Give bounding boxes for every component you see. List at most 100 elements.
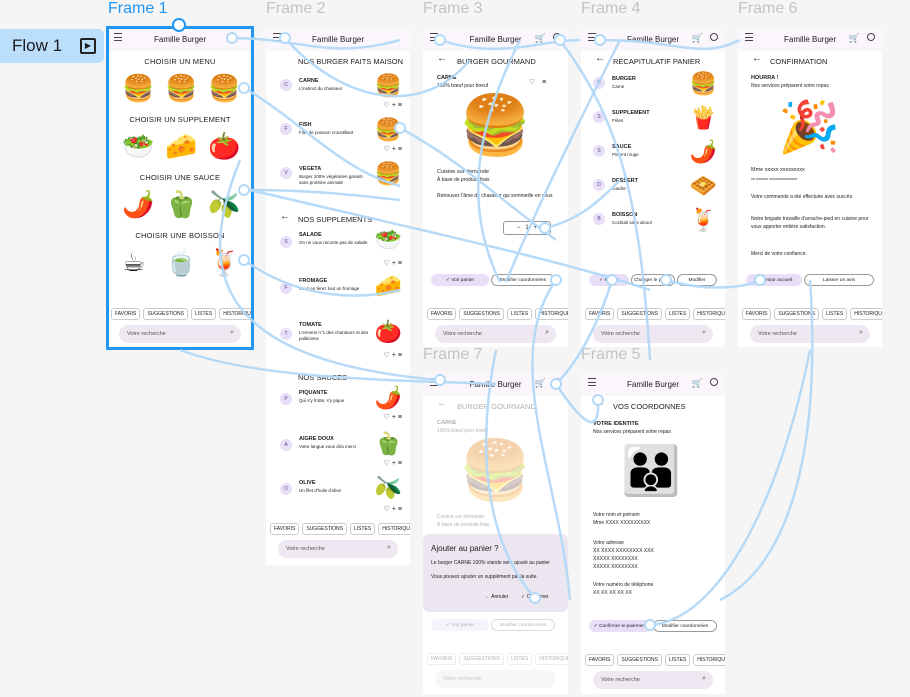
chip-favoris[interactable]: FAVORIS bbox=[585, 654, 615, 666]
green-chili-icon[interactable]: 🫑 bbox=[165, 189, 198, 219]
menu-icon[interactable] bbox=[430, 33, 438, 41]
heart-icon[interactable]: ♡ bbox=[529, 79, 536, 86]
chip-suggestions[interactable]: SUGGESTIONS bbox=[302, 523, 347, 535]
frame-6[interactable]: Famille Burger 🛒 ← CONFIRMATION HOURRA !… bbox=[738, 27, 882, 347]
tomato-icon[interactable]: 🍅 bbox=[208, 131, 241, 161]
back-button[interactable]: ✓ Retour bbox=[589, 274, 629, 286]
search-input[interactable]: Votre recherche ⌕ bbox=[435, 325, 556, 343]
chip-listes[interactable]: LISTES bbox=[822, 308, 848, 320]
confirm-payment-button[interactable]: ✓ Confirmer le paiement bbox=[589, 620, 651, 632]
search-input[interactable]: Votre recherche ⌕ bbox=[593, 671, 713, 689]
search-icon[interactable]: ⌕ bbox=[387, 544, 391, 551]
search-icon[interactable]: ⌕ bbox=[859, 329, 863, 336]
chip-suggestions[interactable]: SUGGESTIONS bbox=[143, 308, 188, 320]
share-icon[interactable]: ≡ bbox=[542, 79, 547, 86]
chip-listes[interactable]: LISTES bbox=[507, 308, 533, 320]
search-input[interactable]: Votre recherche ⌕ bbox=[750, 325, 870, 343]
menu-icon[interactable] bbox=[430, 378, 438, 386]
menu-icon[interactable] bbox=[588, 33, 596, 41]
dialog-cancel-button[interactable]: ← Annuler bbox=[485, 594, 509, 600]
quantity-stepper[interactable]: − 1 + bbox=[503, 221, 551, 235]
frame-label-5[interactable]: Frame 5 bbox=[581, 346, 641, 363]
chip-historique[interactable]: HISTORIQUE bbox=[378, 523, 410, 535]
minus-icon[interactable]: − bbox=[516, 225, 526, 231]
account-icon[interactable] bbox=[710, 378, 718, 386]
chip-suggestions[interactable]: SUGGESTIONS bbox=[774, 308, 819, 320]
back-arrow-icon[interactable]: ← bbox=[280, 211, 290, 222]
search-input[interactable]: Votre recherche ⌕ bbox=[119, 325, 241, 343]
chip-historique[interactable]: HISTORIQUE bbox=[535, 308, 568, 320]
change-cart-button[interactable]: Changer le panier bbox=[631, 274, 675, 286]
back-arrow-icon[interactable]: ← bbox=[437, 398, 447, 409]
frame-label-4[interactable]: Frame 4 bbox=[581, 0, 641, 17]
chip-listes[interactable]: LISTES bbox=[665, 654, 691, 666]
cart-icon[interactable]: 🛒 bbox=[848, 33, 860, 43]
frame-7[interactable]: Famille Burger 🛒 ← BURGER GOURMAND CARNE… bbox=[423, 372, 568, 694]
search-input[interactable]: Votre recherche ⌕ bbox=[278, 540, 398, 558]
chip-favoris[interactable]: FAVORIS bbox=[111, 308, 141, 320]
tea-icon[interactable]: 🍵 bbox=[165, 247, 198, 277]
olive-icon[interactable]: 🫒 bbox=[208, 189, 241, 219]
frame-1[interactable]: Famille Burger CHOISIR UN MENU 🍔 🍔 🍔 CHO… bbox=[107, 27, 253, 349]
selection-handle[interactable] bbox=[172, 18, 186, 32]
chip-historique[interactable]: HISTORIQUE bbox=[219, 308, 253, 320]
item-actions[interactable]: ♡+≡ bbox=[383, 460, 404, 467]
cart-icon[interactable]: 🛒 bbox=[691, 33, 703, 43]
search-input[interactable]: Votre recherche ⌕ bbox=[593, 325, 713, 343]
flow-starting-point[interactable]: Flow 1 ▶ bbox=[0, 29, 104, 63]
chip-historique[interactable]: HISTORIQUE bbox=[693, 308, 725, 320]
menu-icon[interactable] bbox=[588, 378, 596, 386]
chip-favoris[interactable]: FAVORIS bbox=[585, 308, 615, 320]
chip-historique[interactable]: HISTORIQUE bbox=[850, 308, 882, 320]
edit-coordinates-button[interactable]: Modifier coordonnées bbox=[491, 274, 555, 286]
item-actions[interactable]: ♡+≡ bbox=[383, 414, 404, 421]
item-actions[interactable]: ♡+≡ bbox=[383, 102, 404, 109]
frame-label-6[interactable]: Frame 6 bbox=[738, 0, 798, 17]
frame-4[interactable]: Famille Burger 🛒 ← RECAPITULATIF PANIER … bbox=[581, 27, 725, 347]
chip-listes[interactable]: LISTES bbox=[350, 523, 376, 535]
review-button[interactable]: Laisser un avis bbox=[804, 274, 874, 286]
play-icon[interactable]: ▶ bbox=[80, 38, 96, 54]
plus-icon[interactable]: + bbox=[528, 225, 538, 231]
account-icon[interactable] bbox=[710, 33, 718, 41]
search-icon[interactable]: ⌕ bbox=[702, 675, 706, 682]
frame-label-7[interactable]: Frame 7 bbox=[423, 346, 483, 363]
item-actions[interactable]: ♡+≡ bbox=[383, 352, 404, 359]
chili-icon[interactable]: 🌶️ bbox=[122, 189, 155, 219]
search-icon[interactable]: ⌕ bbox=[545, 329, 549, 336]
cheese-icon[interactable]: 🧀 bbox=[165, 131, 198, 161]
back-arrow-icon[interactable]: ← bbox=[595, 53, 605, 64]
frame-label-2[interactable]: Frame 2 bbox=[266, 0, 326, 17]
cocktail-icon[interactable]: 🍹 bbox=[208, 247, 241, 277]
cart-icon[interactable]: 🛒 bbox=[534, 378, 546, 388]
chip-listes[interactable]: LISTES bbox=[665, 308, 691, 320]
item-actions[interactable]: ♡+≡ bbox=[383, 146, 404, 153]
frame-label-1[interactable]: Frame 1 bbox=[108, 0, 168, 17]
account-icon[interactable] bbox=[867, 33, 875, 41]
coffee-icon[interactable]: ☕ bbox=[122, 247, 146, 277]
item-actions[interactable]: ♡+≡ bbox=[383, 260, 404, 267]
back-arrow-icon[interactable]: ← bbox=[752, 53, 762, 64]
chip-favoris[interactable]: FAVORIS bbox=[742, 308, 772, 320]
chip-historique[interactable]: HISTORIQUE bbox=[693, 654, 725, 666]
search-icon[interactable]: ⌕ bbox=[230, 329, 234, 336]
account-icon[interactable] bbox=[553, 33, 561, 41]
chip-suggestions[interactable]: SUGGESTIONS bbox=[617, 654, 662, 666]
salad-icon[interactable]: 🥗 bbox=[122, 131, 155, 161]
search-icon[interactable]: ⌕ bbox=[702, 329, 706, 336]
chip-favoris[interactable]: FAVORIS bbox=[270, 523, 300, 535]
chip-listes[interactable]: LISTES bbox=[191, 308, 217, 320]
edit-coordinates-button[interactable]: Modifier coordonnées bbox=[653, 620, 717, 632]
view-cart-button[interactable]: ✓ Voir panier bbox=[431, 274, 489, 286]
back-arrow-icon[interactable]: ← bbox=[595, 398, 605, 409]
edit-button[interactable]: Modifier bbox=[677, 274, 717, 286]
cart-icon[interactable]: 🛒 bbox=[534, 33, 546, 43]
chip-suggestions[interactable]: SUGGESTIONS bbox=[459, 308, 504, 320]
frame-2[interactable]: Famille Burger NOS BURGER FAITS MAISON C… bbox=[266, 27, 410, 565]
chip-favoris[interactable]: FAVORIS bbox=[427, 308, 457, 320]
chip-suggestions[interactable]: SUGGESTIONS bbox=[617, 308, 662, 320]
burger-icon[interactable]: 🍔 bbox=[208, 73, 241, 103]
menu-icon[interactable] bbox=[273, 33, 281, 41]
menu-icon[interactable] bbox=[114, 33, 122, 41]
account-icon[interactable] bbox=[553, 378, 561, 386]
